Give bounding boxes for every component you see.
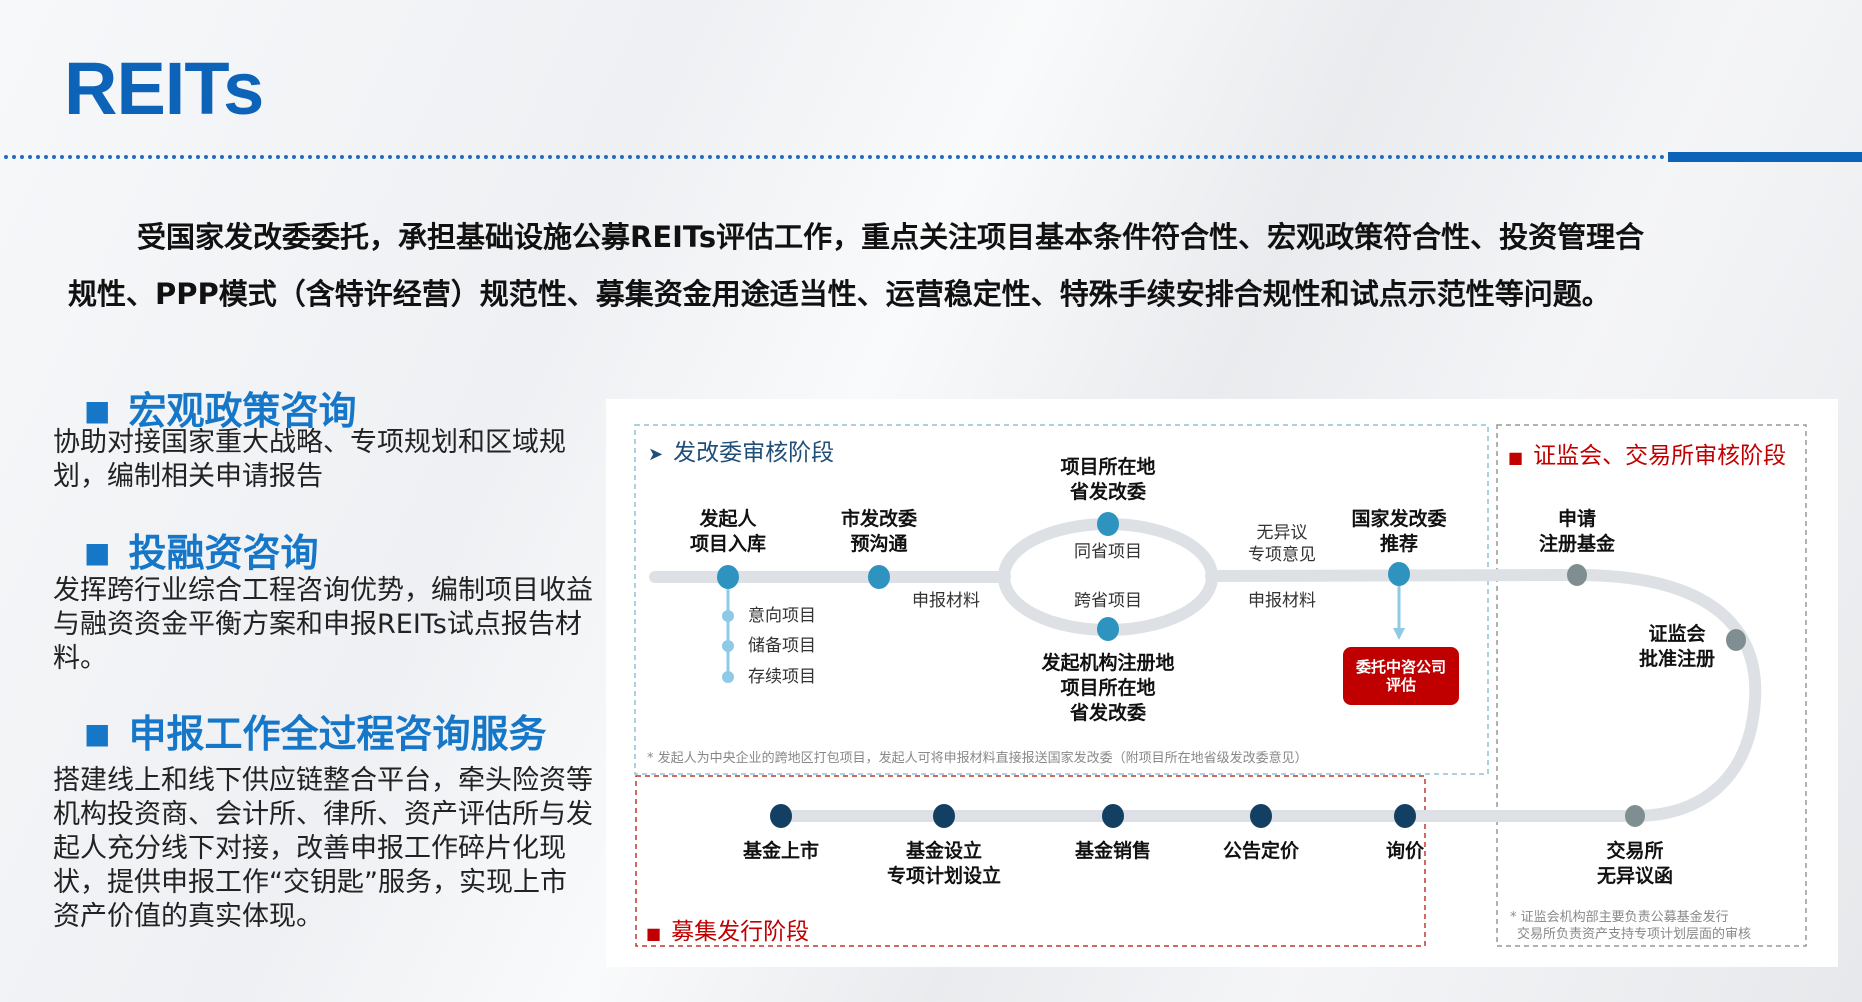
text-line: 项目入库 (689, 533, 767, 555)
issuance-stage-box (635, 775, 1426, 947)
label-materials-2: 申报材料 (1248, 591, 1316, 611)
label-inquiry: 询价 (1385, 840, 1425, 862)
text-line: 发起机构注册地 (1041, 652, 1175, 674)
heading-text: 宏观政策咨询 (128, 389, 357, 433)
text-line: 交易所 (1606, 840, 1664, 862)
node-listing (770, 804, 792, 828)
section-heading-macro: ■ 宏观政策咨询 (84, 380, 356, 435)
text-line: 专项意见 (1248, 545, 1316, 565)
text-line: 市发改委 (840, 508, 918, 530)
section-text-finance: 发挥跨行业综合工程咨询优势，编制项目收益与融资资金平衡方案和申报REITs试点报… (53, 575, 593, 674)
intro-line-1: 受国家发改委委托，承担基础设施公募REITs评估工作，重点关注项目基本条件符合性… (137, 220, 1645, 254)
square-bullet-icon: ■ (84, 394, 111, 427)
text-line: 项目所在地 (1060, 456, 1156, 478)
sub-dot (722, 640, 734, 652)
section-text-macro: 协助对接国家重大战略、专项规划和区域规划，编制相关申请报告 (53, 427, 566, 492)
node-prov-bottom (1097, 617, 1119, 641)
text-line: 专项计划设立 (886, 865, 1002, 887)
text-line: 发起人 (699, 508, 757, 530)
label-materials-1: 申报材料 (912, 591, 980, 611)
label-apply: 申请注册基金 (1539, 507, 1615, 557)
square-bullet-icon: ■ (84, 536, 111, 569)
stage-ndrc-label: ➤ 发改委审核阶段 (648, 433, 834, 467)
stage-csrc-label: ■ 证监会、交易所审核阶段 (1508, 436, 1786, 470)
sub-item-intent: 意向项目 (748, 606, 816, 626)
text-line: 省发改委 (1069, 481, 1147, 503)
label-sales: 基金销售 (1074, 840, 1152, 862)
label-no-objection: 无异议专项意见 (1248, 522, 1316, 566)
text-line: 委托中咨公司 (1355, 658, 1446, 676)
stage-issuance-label: ■ 募集发行阶段 (646, 912, 809, 946)
heading-text: 投融资咨询 (128, 531, 319, 575)
label-national: 国家发改委推荐 (1351, 507, 1446, 557)
stage-text: 募集发行阶段 (671, 919, 810, 945)
square-bullet-icon: ■ (646, 924, 662, 943)
label-exchange: 交易所无异议函 (1597, 839, 1673, 889)
label-city: 市发改委预沟通 (841, 507, 917, 557)
note-csrc: * 证监会机构部主要负责公募基金发行交易所负责资产支持专项计划层面的审核 (1510, 909, 1751, 943)
sub-dot (722, 610, 734, 622)
section-heading-finance: ■ 投融资咨询 (84, 522, 318, 577)
square-bullet-icon: ■ (1508, 448, 1524, 467)
label-prov-bottom: 发起机构注册地项目所在地省发改委 (1041, 651, 1174, 726)
stage-text: 证监会、交易所审核阶段 (1533, 443, 1787, 469)
text-line: 无异议函 (1596, 865, 1674, 887)
page-title: REITs (64, 47, 264, 130)
label-listing: 基金上市 (742, 840, 820, 862)
entrust-evaluation-box: 委托中咨公司评估 (1343, 647, 1459, 705)
label-cross-prov: 跨省项目 (1074, 591, 1142, 611)
text-line: 注册基金 (1538, 533, 1616, 555)
text-line: 申请 (1557, 508, 1597, 530)
node-apply (1567, 564, 1587, 586)
intro-line-2: 规性、PPP模式（含特许经营）规范性、募集资金用途适当性、运营稳定性、特殊手续安… (68, 277, 1611, 311)
heading-text: 申报工作全过程咨询服务 (128, 712, 547, 756)
text-line: * 证监会机构部主要负责公募基金发行 (1510, 910, 1729, 925)
text-line: 证监会 (1648, 623, 1706, 645)
square-bullet-icon: ■ (84, 717, 111, 750)
csrc-stage-box (1496, 424, 1807, 947)
node-inquiry (1394, 804, 1416, 828)
text-line: 国家发改委 (1351, 508, 1447, 530)
node-sales (1102, 804, 1124, 828)
text-line: 预沟通 (850, 533, 908, 555)
sub-item-reserve: 储备项目 (748, 636, 816, 656)
text-line: 交易所负责资产支持专项计划层面的审核 (1517, 927, 1752, 942)
section-text-fullprocess: 搭建线上和线下供应链整合平台，牵头险资等机构投资商、会计所、律所、资产评估所与发… (53, 765, 593, 932)
flow-ellipse (998, 518, 1218, 636)
text-line: 项目所在地 (1060, 677, 1156, 699)
text-line: 无异议 (1256, 523, 1308, 543)
process-diagram-panel (606, 399, 1838, 967)
node-setup (933, 804, 955, 828)
label-same-prov: 同省项目 (1074, 542, 1142, 562)
text-line: 省发改委 (1069, 702, 1147, 724)
node-exchange (1625, 805, 1645, 827)
node-prov-top (1097, 512, 1119, 536)
node-sponsor (717, 565, 739, 589)
label-setup: 基金设立专项计划设立 (887, 839, 1001, 889)
note-ndrc: * 发起人为中央企业的跨地区打包项目，发起人可将申报材料直接报送国家发改委（附项… (647, 751, 1308, 766)
dotted-divider (4, 155, 1666, 159)
ndrc-stage-box (634, 424, 1489, 775)
label-sponsor: 发起人项目入库 (690, 507, 766, 557)
text-line: 推荐 (1379, 533, 1419, 555)
text-line: 基金设立 (905, 840, 983, 862)
stage-text: 发改委审核阶段 (673, 440, 835, 466)
node-city (868, 565, 890, 589)
accent-bar (1668, 152, 1862, 162)
label-csrc: 证监会批准注册 (1639, 622, 1715, 672)
sub-item-existing: 存续项目 (748, 667, 816, 687)
sub-dot (722, 671, 734, 683)
node-csrc (1726, 629, 1746, 651)
chevron-right-icon: ➤ (648, 444, 664, 465)
text-line: 批准注册 (1638, 648, 1716, 670)
node-national (1388, 562, 1410, 586)
text-line: 评估 (1385, 676, 1416, 694)
arrow-down-icon (1393, 628, 1405, 640)
section-heading-fullprocess: ■ 申报工作全过程咨询服务 (84, 703, 546, 758)
label-prov-top: 项目所在地省发改委 (1060, 455, 1155, 505)
node-pricing (1250, 804, 1272, 828)
flow-curve (1571, 569, 1762, 822)
label-pricing: 公告定价 (1222, 840, 1300, 862)
